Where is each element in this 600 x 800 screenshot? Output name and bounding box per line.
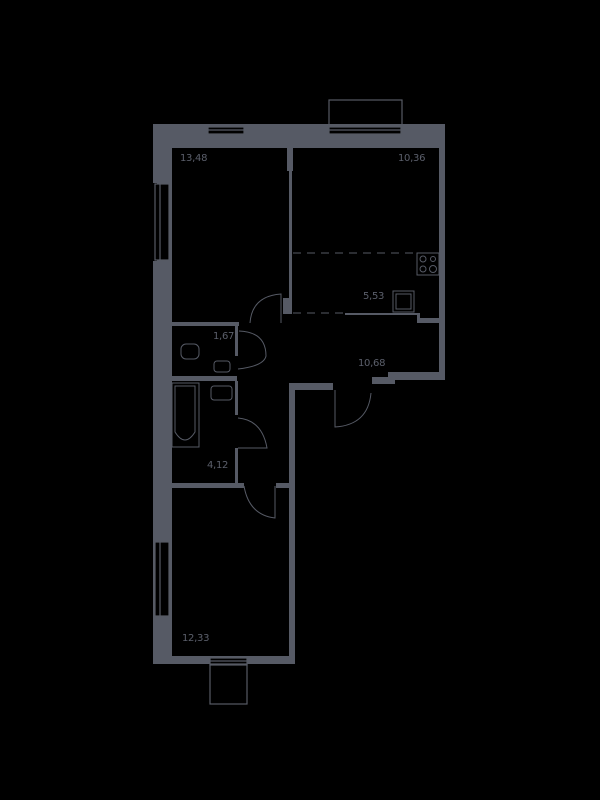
stove-icon [416,252,440,276]
zone-lines [293,252,417,314]
room-area-bedroom-1: 13,48 [180,153,208,164]
room-area-living-room: 10,36 [398,153,426,164]
fixtures [171,252,440,448]
washbasin-icon [213,360,231,373]
room-area-hallway: 10,68 [358,358,386,369]
windows [154,99,403,705]
room-area-bathroom: 4,12 [207,460,229,471]
room-area-kitchen: 5,53 [363,291,385,302]
bathtub-icon [171,382,200,448]
doors [237,293,372,519]
walls [153,124,445,664]
sink-icon [392,290,415,313]
toilet-icon [180,343,200,360]
room-area-bedroom-2: 12,33 [182,633,210,644]
room-area-toilet: 1,67 [213,331,235,342]
washbasin-icon [210,385,233,401]
